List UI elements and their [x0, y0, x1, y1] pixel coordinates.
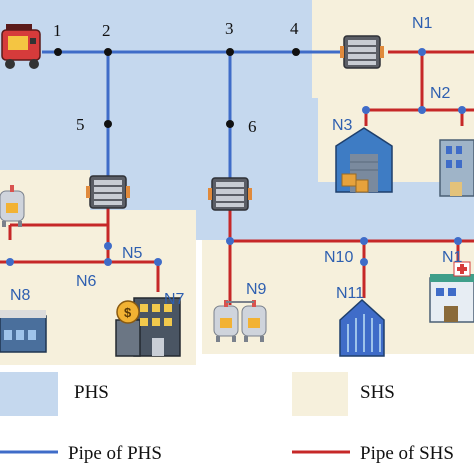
legend-phs-swatch [0, 372, 58, 416]
shs-node-label: N5 [122, 245, 143, 262]
shs-node-label: N2 [430, 85, 451, 102]
skyscraper-icon [339, 298, 385, 357]
shs-node-label: N9 [246, 281, 267, 298]
hospital-icon [429, 261, 474, 323]
shs-node-label: N6 [76, 273, 97, 290]
shs-node-dots [6, 48, 466, 266]
shs-node-label: N10 [324, 249, 353, 266]
legend: PHS SHS Pipe of PHS Pipe of SHS [0, 372, 454, 464]
office-building-icon [439, 139, 474, 197]
shs-node-label: N7 [164, 291, 185, 308]
heat-exchanger-icon [85, 175, 131, 209]
shs-pipes [0, 50, 474, 305]
tank-station-icon [213, 299, 267, 343]
phs-node-label: 1 [53, 21, 62, 40]
phs-node-label: 4 [290, 19, 299, 38]
phs-node-label: 6 [248, 117, 257, 136]
warehouse-icon [335, 127, 393, 193]
tank-station-icon [0, 184, 25, 228]
legend-phs-pipe-label: Pipe of PHS [68, 443, 162, 464]
svg-text:$: $ [124, 305, 132, 320]
shs-node-label: N3 [332, 117, 353, 134]
factory-icon [0, 310, 47, 353]
phs-node-label: 3 [225, 19, 234, 38]
heat-exchanger-icon [339, 35, 385, 69]
legend-shs-swatch [292, 372, 348, 416]
shs-node-label: N1 [442, 249, 463, 266]
shs-node-label: N1 [412, 15, 433, 32]
bank-building-icon: $ [115, 297, 181, 357]
generator-icon [1, 24, 41, 69]
shs-region-right [202, 240, 474, 354]
phs-node-dots [54, 48, 300, 128]
heat-exchanger-icon [207, 177, 253, 211]
legend-phs-label: PHS [74, 382, 109, 403]
phs-node-label: 2 [102, 21, 111, 40]
phs-region-mask [196, 170, 202, 240]
phs-pipes [42, 50, 340, 178]
legend-shs-pipe-label: Pipe of SHS [360, 443, 454, 464]
legend-shs-label: SHS [360, 382, 395, 403]
shs-node-label: N11 [336, 285, 364, 302]
shs-node-label: N8 [10, 287, 31, 304]
phs-node-label: 5 [76, 115, 85, 134]
